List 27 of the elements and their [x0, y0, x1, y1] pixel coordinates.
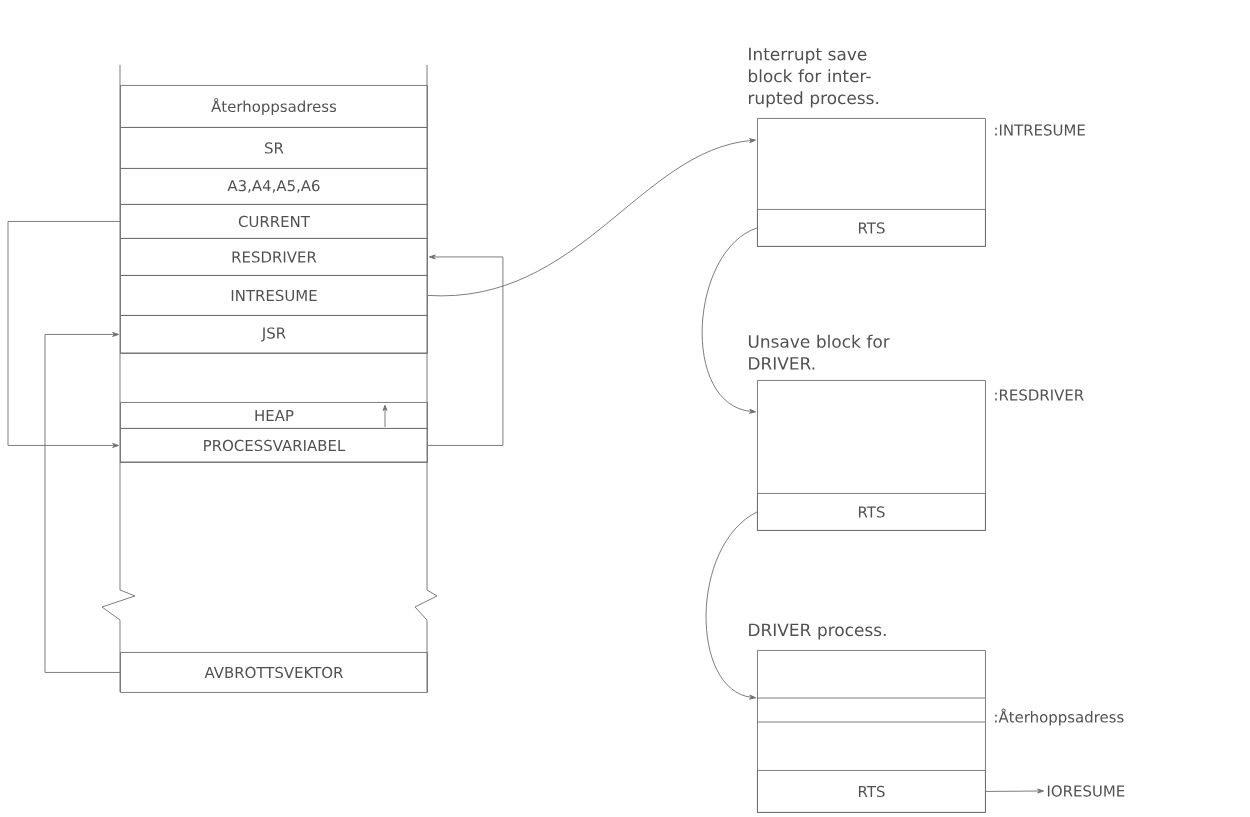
node-label: Interrupt save block for inter- rupted process.: [748, 47, 879, 108]
arrow: [985, 788, 1045, 794]
node-label: Unsave block for DRIVER.: [748, 334, 890, 370]
arrow: [427, 254, 504, 446]
block-cell: RTS: [757, 209, 986, 247]
stack-cell: CURRENT: [120, 204, 428, 239]
stack-cell: Återhoppsadress: [120, 85, 428, 128]
arrow: [44, 332, 121, 673]
stack-cell: HEAP: [120, 402, 428, 429]
arrow: [427, 138, 757, 296]
arrow: [701, 227, 758, 414]
label-text: IORESUME: [1047, 785, 1125, 797]
block-cell: RTS: [757, 770, 986, 813]
stack-cell: INTRESUME: [120, 275, 428, 316]
block-label: :INTRESUME: [995, 124, 1085, 136]
block-label: :Återhoppsadress: [995, 708, 1124, 726]
stack-cell: RESDRIVER: [120, 238, 428, 276]
stack-cell: SR: [120, 127, 428, 169]
node-label: DRIVER process.: [749, 623, 886, 640]
block-label: :RESDRIVER: [995, 389, 1084, 401]
arrow: [705, 511, 758, 700]
stack-cell: JSR: [120, 315, 428, 354]
stack-cell: AVBROTTSVEKTOR: [120, 652, 428, 693]
stack-cell: A3,A4,A5,A6: [120, 168, 428, 205]
block-cell: RTS: [757, 493, 986, 531]
stack-cell: PROCESSVARIABEL: [120, 428, 428, 463]
arrow: [7, 221, 121, 448]
